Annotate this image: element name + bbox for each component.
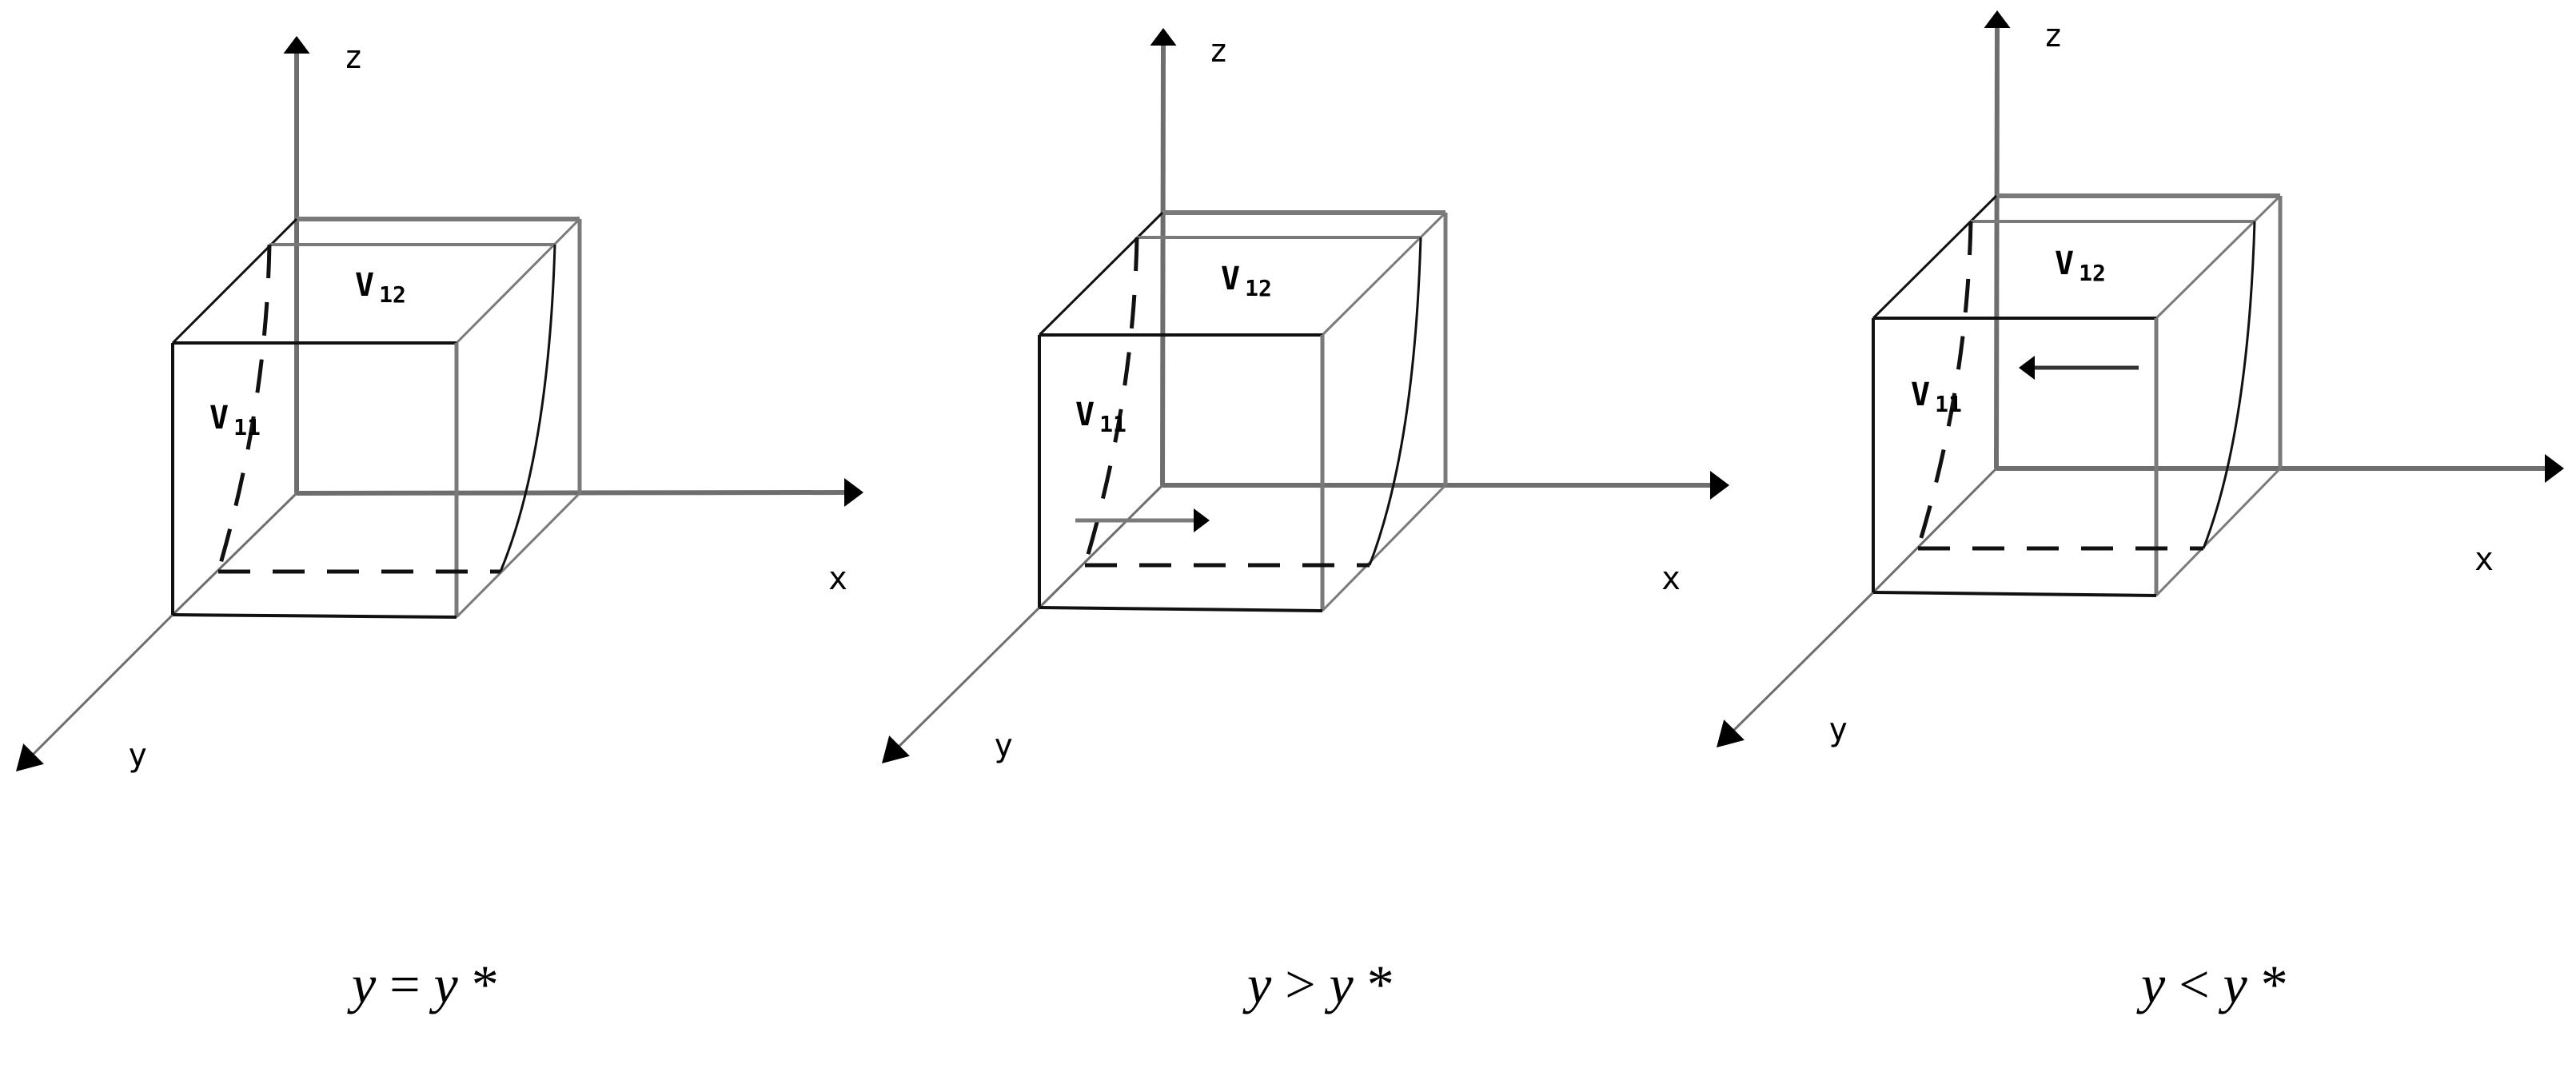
label-main: V [355, 267, 374, 304]
caption-star: * [2260, 954, 2288, 1014]
bottom-right-depth-edge [2155, 467, 2282, 597]
caption-less: y < y * [2087, 876, 2288, 1014]
flow-arrowhead-icon [1194, 508, 1210, 532]
top-right-depth-edge [2155, 194, 2282, 320]
x-axis-label: x [828, 560, 847, 597]
label-main: V [1075, 397, 1095, 433]
top-left-depth-edge [171, 217, 298, 345]
z-axis-label: z [2044, 18, 2063, 54]
label-main: V [1911, 377, 1930, 413]
bottom-right-depth-edge [1321, 484, 1447, 612]
y-axis-inner [1872, 467, 1998, 594]
z-axis [1994, 26, 2000, 469]
caption-equal: y = y * [297, 876, 499, 1014]
x-axis-label: x [1661, 560, 1681, 597]
caption-star: * [471, 954, 499, 1014]
y-axis-label: y [1828, 711, 1848, 748]
y-axis-arrowhead-icon [882, 735, 910, 763]
label-main: V [1221, 261, 1240, 297]
caption-operator: > [1285, 954, 1316, 1014]
caption-lhs: y [1247, 954, 1272, 1014]
label-main: V [2055, 245, 2074, 282]
y-axis [891, 606, 1041, 754]
x-axis [296, 490, 848, 496]
label-subscript: 11 [1099, 411, 1127, 437]
label-subscript: 11 [1935, 391, 1962, 417]
label-subscript: 12 [1245, 275, 1272, 301]
bottom-right-depth-edge [455, 492, 581, 619]
front-bottom-edge [172, 613, 457, 619]
caption-operator: < [2179, 954, 2210, 1014]
top-right-depth-edge [455, 217, 581, 345]
label-subscript: 11 [233, 414, 261, 440]
z-axis-label: z [344, 39, 363, 76]
z-axis-arrowhead-icon [1150, 28, 1177, 46]
caption-operator: = [389, 954, 421, 1014]
front-bottom-edge [1039, 606, 1323, 612]
x-axis-arrowhead-icon [1710, 471, 1729, 500]
x-axis-arrowhead-icon [844, 478, 863, 507]
y-axis-arrowhead-icon [1717, 719, 1745, 747]
caption-star: * [1366, 954, 1394, 1014]
z-axis [1160, 43, 1166, 486]
x-axis-arrowhead-icon [2545, 454, 2564, 483]
label-subscript: 12 [379, 281, 406, 308]
y-axis-label: y [994, 727, 1013, 764]
label-subscript: 12 [2079, 260, 2106, 286]
top-left-depth-edge [1872, 194, 1998, 320]
caption-lhs: y [352, 954, 377, 1014]
velocity-profile-right [2202, 221, 2256, 549]
z-axis-arrowhead-icon [283, 36, 310, 54]
y-axis-inner [171, 492, 298, 616]
caption-rhs: y [2223, 954, 2247, 1014]
z-axis-arrowhead-icon [1984, 10, 2011, 28]
velocity-profile-right [499, 244, 556, 572]
velocity-profile-right [1368, 237, 1422, 566]
front-bottom-edge [1872, 591, 2157, 597]
label-main: V [209, 400, 229, 436]
y-axis-inner [1038, 484, 1164, 609]
flow-arrowhead-icon [2019, 356, 2035, 380]
caption-lhs: y [2141, 954, 2166, 1014]
caption-rhs: y [433, 954, 458, 1014]
y-axis [1726, 591, 1875, 738]
y-axis-arrowhead-icon [16, 743, 44, 771]
caption-rhs: y [1329, 954, 1354, 1014]
z-axis-label: z [1209, 33, 1228, 70]
y-axis [26, 613, 174, 762]
y-axis-label: y [128, 737, 147, 774]
top-right-depth-edge [1321, 211, 1447, 337]
x-axis-label: x [2474, 541, 2494, 578]
caption-greater: y > y * [1193, 876, 1394, 1014]
top-left-depth-edge [1038, 211, 1164, 337]
